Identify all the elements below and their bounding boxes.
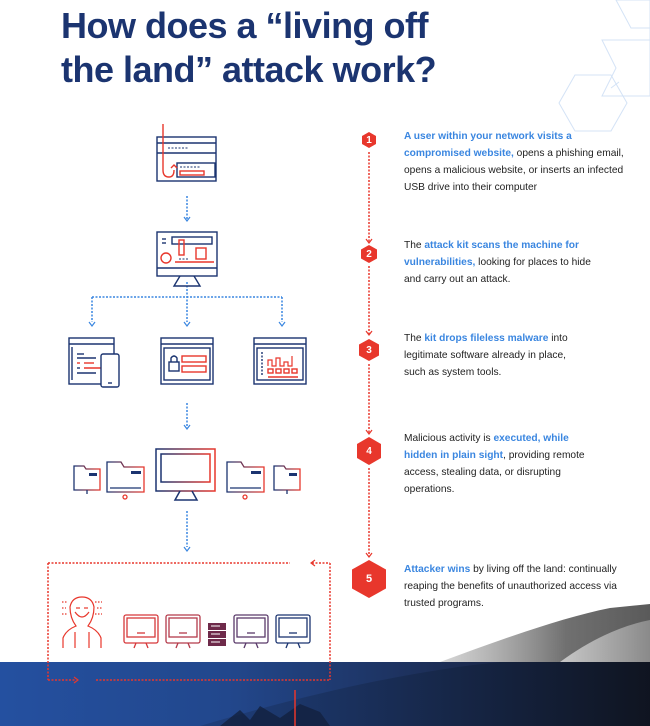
step-5-text: Attacker wins by living off the land: co…	[404, 561, 624, 612]
loop-arrowhead-right	[73, 676, 79, 684]
loop-arrowhead-left	[310, 559, 316, 567]
monitor-icon	[275, 614, 311, 649]
monitor-icon	[165, 614, 201, 649]
step-1-highlight: A user within your network visits a comp…	[404, 131, 572, 159]
title-line-1: How does a “living off	[61, 5, 429, 46]
step-1-body: opens a phishing email, opens a maliciou…	[404, 148, 624, 193]
hexagon-outline	[615, 0, 650, 29]
network-folder-icon	[105, 461, 146, 500]
monitor-icon	[155, 448, 216, 506]
loop-connector	[47, 562, 331, 681]
step-2-highlight: attack kit scans the machine for vulnera…	[404, 240, 579, 268]
step-5-highlight: Attacker wins	[404, 564, 471, 575]
step-3-text: The kit drops fileless malware into legi…	[404, 330, 584, 381]
step-2-body: looking for places to hide and carry out…	[404, 257, 591, 285]
footer-band	[0, 662, 650, 726]
step-2-badge: 2	[361, 245, 377, 263]
timeline-arrowheads	[365, 238, 373, 558]
step-2-text: The attack kit scans the machine for vul…	[404, 237, 594, 288]
monitor-icon	[233, 614, 269, 649]
server-rack-icon	[208, 623, 226, 646]
step-1-badge: 1	[362, 132, 376, 148]
phishing-email-hook-icon	[156, 124, 217, 182]
analytics-dashboard-icon	[253, 337, 307, 385]
step-5-body: by living off the land: continually reap…	[404, 564, 617, 609]
step-4-badge: 4	[357, 437, 381, 465]
hooded-hacker-icon	[62, 596, 102, 648]
monitor-icon	[123, 614, 159, 649]
step-3-prefix: The	[404, 333, 425, 344]
network-folder-icon	[272, 465, 302, 495]
title-line-2: the land” attack work?	[61, 49, 437, 90]
step-4-highlight: executed, while hidden in plain sight	[404, 433, 569, 461]
step-3-body: into legitimate software already in plac…	[404, 333, 568, 378]
flow-arrowheads	[88, 216, 286, 552]
step-1-text: A user within your network visits a comp…	[404, 128, 634, 196]
network-folder-icon	[225, 461, 266, 500]
step-5-badge: 5	[352, 560, 386, 598]
step-3-badge: 3	[359, 339, 379, 361]
step-4-prefix: Malicious activity is	[404, 433, 494, 444]
step-4-body: , providing remote access, stealing data…	[404, 450, 585, 495]
network-folder-icon	[72, 465, 102, 495]
hexagon-outline	[601, 39, 650, 97]
hexagon-outline	[558, 74, 628, 132]
flow-connector	[91, 196, 283, 547]
page-title: How does a “living off the land” attack …	[61, 4, 521, 92]
step-4-text: Malicious activity is executed, while hi…	[404, 430, 594, 498]
code-file-device-icon	[68, 337, 120, 388]
scanning-computer-icon	[156, 231, 218, 287]
step-3-highlight: kit drops fileless malware	[424, 333, 549, 344]
step-2-prefix: The	[404, 240, 425, 251]
locked-browser-icon	[160, 337, 214, 385]
